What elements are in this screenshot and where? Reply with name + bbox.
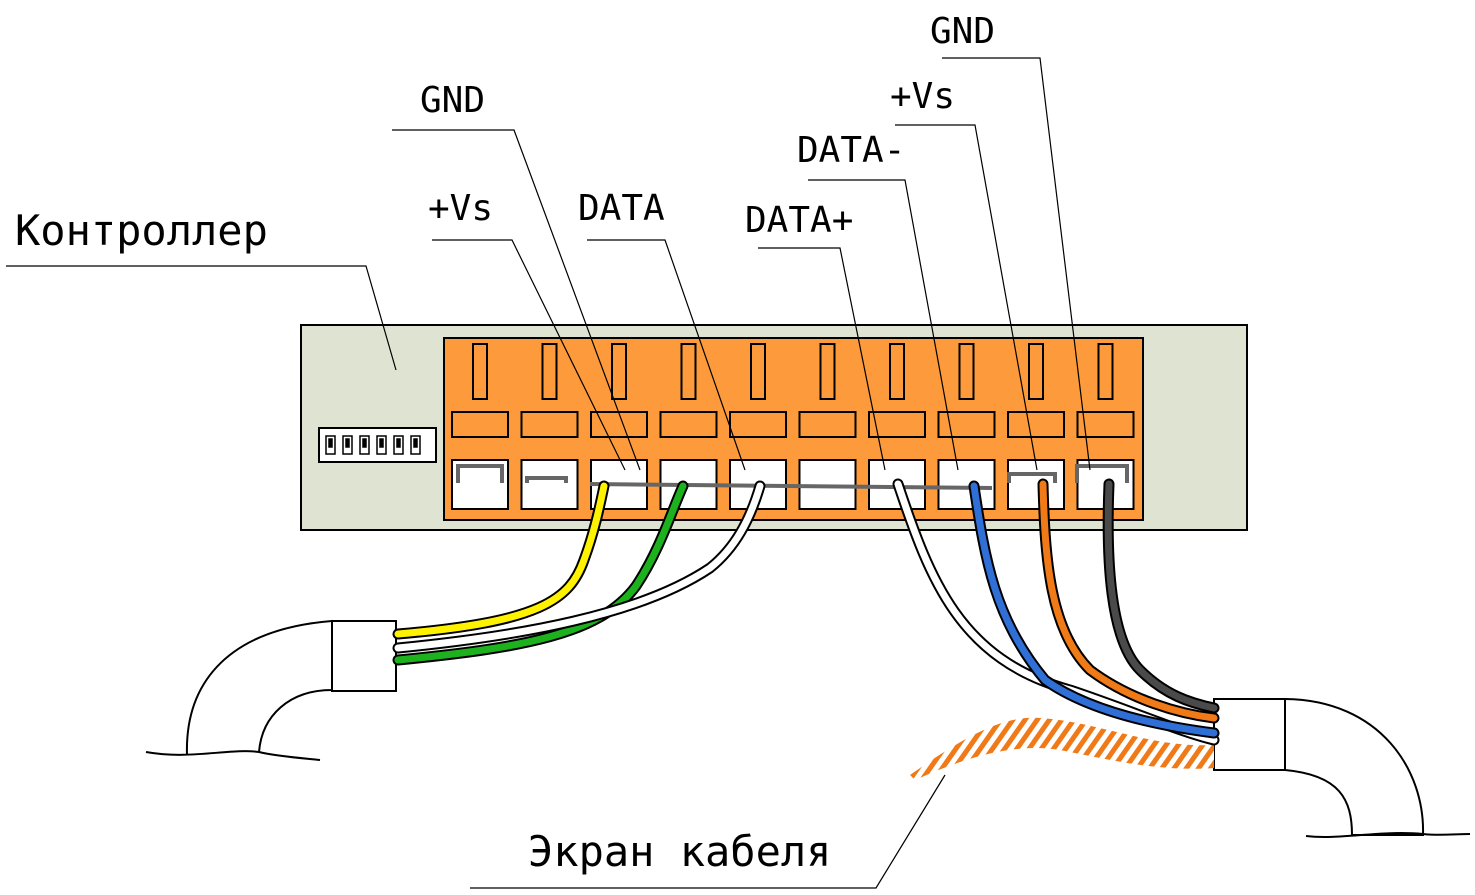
right-wires (892, 478, 1220, 746)
terminal-slot (819, 343, 836, 400)
terminal-wire-hole (937, 459, 996, 510)
cable-shield (910, 717, 1214, 780)
terminal-lever (868, 411, 926, 438)
right-cable-cut (1305, 832, 1471, 838)
shield-label: Экран кабеля (528, 827, 831, 876)
controller-label: Контроллер (15, 206, 268, 255)
terminal-wire-hole (1007, 459, 1065, 510)
terminal-2 (520, 343, 579, 510)
terminal-lever (1076, 411, 1135, 438)
terminal-slot (680, 343, 697, 400)
terminal-slot (889, 343, 905, 400)
terminal-slot (1028, 343, 1044, 400)
left-cable-cut (145, 750, 321, 761)
terminal-lever (798, 411, 857, 438)
terminal-lever (937, 411, 996, 438)
terminal-bridges (456, 464, 1129, 490)
terminal-lever (659, 411, 718, 438)
terminal-wire-hole (868, 459, 926, 510)
left-wires (392, 480, 766, 666)
right-data-minus-label: DATA- (797, 130, 905, 171)
terminal-slot (472, 343, 488, 400)
left-vs-label: +Vs (428, 188, 493, 229)
right-cable (1213, 698, 1425, 836)
terminal-slot (611, 343, 627, 400)
right-vs-label: +Vs (890, 76, 955, 117)
left-cable (185, 619, 397, 756)
terminal-slot (541, 343, 558, 400)
terminal-lever (1007, 411, 1065, 438)
terminal-1 (451, 343, 509, 510)
terminal-lever (451, 411, 509, 438)
terminal-slot (750, 343, 766, 400)
right-data-plus-label: DATA+ (745, 200, 853, 241)
leader-lines (6, 57, 1091, 889)
terminal-lever (729, 411, 787, 438)
terminal-7 (868, 343, 926, 510)
terminal-8 (937, 343, 996, 510)
terminal-wire-hole (451, 459, 509, 510)
left-gnd-label: GND (420, 80, 485, 121)
terminal-lever (520, 411, 579, 438)
terminal-wire-hole (520, 459, 579, 510)
terminals (451, 343, 1135, 510)
dip-switch (318, 427, 437, 463)
terminal-slot (958, 343, 975, 400)
terminal-9 (1007, 343, 1065, 510)
terminal-slot (1097, 343, 1114, 400)
terminal-lever (590, 411, 648, 438)
left-data-label: DATA (578, 188, 665, 229)
right-gnd-label: GND (930, 11, 995, 52)
